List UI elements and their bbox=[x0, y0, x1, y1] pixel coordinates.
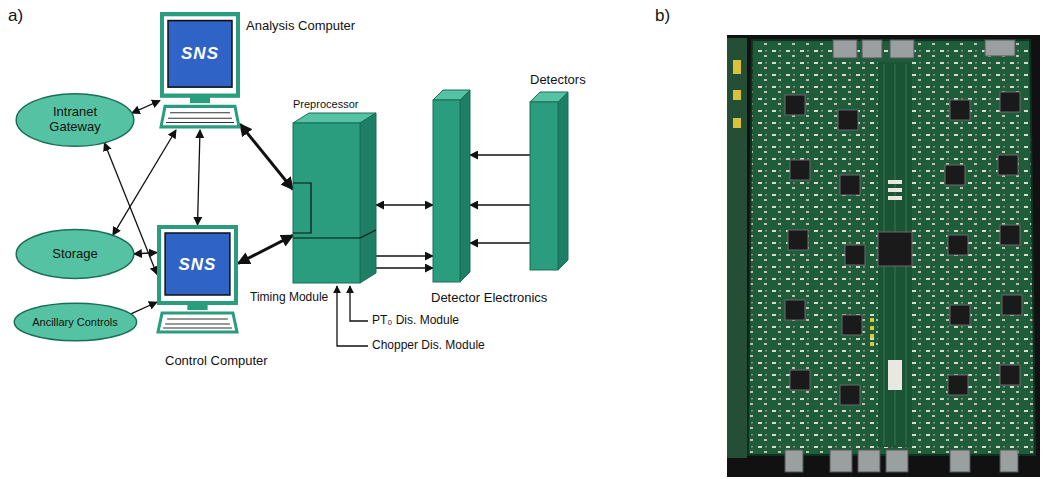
connector-arrow bbox=[240, 124, 293, 189]
connector-arrow bbox=[470, 154, 530, 155]
module-label: PT₀ Dis. Module bbox=[372, 313, 459, 327]
connector-arrow bbox=[238, 235, 293, 263]
connector-arrow bbox=[470, 242, 530, 243]
connector-arrow bbox=[198, 130, 201, 225]
connector-arrow bbox=[132, 101, 160, 114]
node-heading: Preprocessor bbox=[293, 98, 358, 110]
storage-ellipse: Storage bbox=[15, 228, 135, 280]
screen-logo: SNS bbox=[165, 234, 230, 296]
connector-arrow bbox=[376, 267, 433, 268]
node-heading: Detector Electronics bbox=[431, 290, 547, 305]
network-ellipse: Intranet Gateway bbox=[15, 92, 135, 148]
node-heading: Detectors bbox=[530, 72, 586, 87]
connector-arrow bbox=[470, 204, 530, 205]
shape-outline bbox=[530, 92, 568, 270]
timing-wires bbox=[337, 286, 368, 346]
module-label: Timing Module bbox=[250, 290, 328, 304]
panel-letter: a) bbox=[8, 6, 23, 26]
connector-arrow bbox=[130, 302, 157, 314]
screen-logo: SNS bbox=[168, 21, 232, 87]
shape-outline bbox=[293, 113, 376, 283]
node-label: Storage bbox=[52, 247, 98, 262]
panel-letter: b) bbox=[655, 6, 670, 26]
shape-outline bbox=[160, 12, 240, 130]
connector-arrow bbox=[113, 130, 176, 235]
detector-block: Detectors bbox=[530, 92, 568, 270]
electronics-block: Detector Electronics bbox=[433, 90, 470, 282]
module-label: Chopper Dis. Module bbox=[372, 338, 485, 352]
node-label: Intranet Gateway bbox=[39, 105, 111, 135]
shape-outline bbox=[433, 90, 470, 282]
node-heading: Control Computer bbox=[165, 353, 268, 368]
node-label: Ancillary Controls bbox=[32, 316, 118, 329]
connector-arrow bbox=[134, 253, 157, 255]
circuit-board-photo bbox=[727, 35, 1040, 477]
preprocessor-block: Preprocessor bbox=[293, 113, 376, 283]
computer-icon: SNSControl Computer bbox=[157, 225, 238, 335]
controls-ellipse: Ancillary Controls bbox=[13, 302, 138, 342]
computer-icon: SNSAnalysis Computer bbox=[160, 12, 240, 130]
node-heading: Analysis Computer bbox=[246, 18, 355, 33]
connector-arrow bbox=[376, 255, 433, 256]
connector-arrow bbox=[376, 204, 433, 205]
shape-outline bbox=[157, 225, 238, 335]
